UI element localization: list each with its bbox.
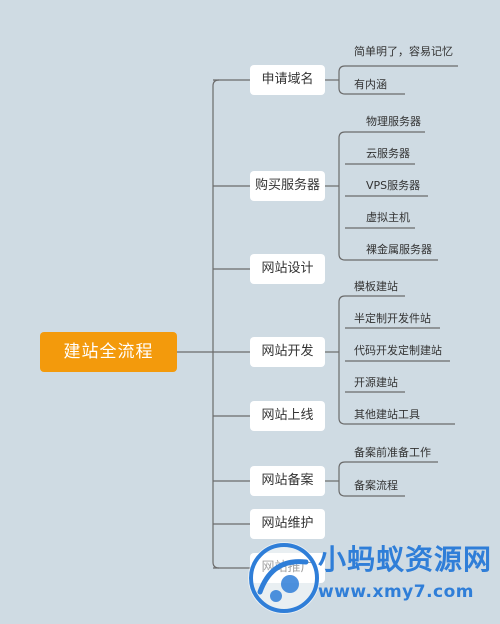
leaf-filing-process[interactable]: 备案流程 xyxy=(354,479,398,492)
leaf-filing-preparation[interactable]: 备案前准备工作 xyxy=(354,446,431,459)
branch-apply-domain[interactable]: 申请域名 xyxy=(250,65,325,95)
branch-site-launch[interactable]: 网站上线 xyxy=(250,401,325,431)
leaf-bare-metal-server[interactable]: 裸金属服务器 xyxy=(366,243,432,256)
watermark-url[interactable]: www.xmy7.com xyxy=(318,582,475,602)
leaf-meaningful[interactable]: 有内涵 xyxy=(354,78,387,91)
leaf-virtual-host[interactable]: 虚拟主机 xyxy=(366,211,410,224)
branch-site-filing[interactable]: 网站备案 xyxy=(250,466,325,496)
root-node[interactable]: 建站全流程 xyxy=(40,332,177,372)
leaf-template-site[interactable]: 模板建站 xyxy=(354,280,398,293)
leaf-custom-code-site[interactable]: 代码开发定制建站 xyxy=(354,344,442,357)
branch-site-maintain[interactable]: 网站维护 xyxy=(250,509,325,539)
leaf-cloud-server[interactable]: 云服务器 xyxy=(366,147,410,160)
branch-site-develop[interactable]: 网站开发 xyxy=(250,337,325,367)
watermark-ant-logo-icon xyxy=(248,542,320,614)
leaf-easy-to-remember[interactable]: 简单明了，容易记忆 xyxy=(354,45,453,58)
leaf-open-source-site[interactable]: 开源建站 xyxy=(354,376,398,389)
leaf-other-site-tools[interactable]: 其他建站工具 xyxy=(354,408,420,421)
watermark-title: 小蚂蚁资源网 xyxy=(318,543,493,576)
leaf-vps-server[interactable]: VPS服务器 xyxy=(366,179,421,192)
branch-buy-server[interactable]: 购买服务器 xyxy=(250,171,325,201)
leaf-physical-server[interactable]: 物理服务器 xyxy=(366,115,421,128)
branch-site-design[interactable]: 网站设计 xyxy=(250,254,325,284)
leaf-semi-custom-site[interactable]: 半定制开发件站 xyxy=(354,312,431,325)
